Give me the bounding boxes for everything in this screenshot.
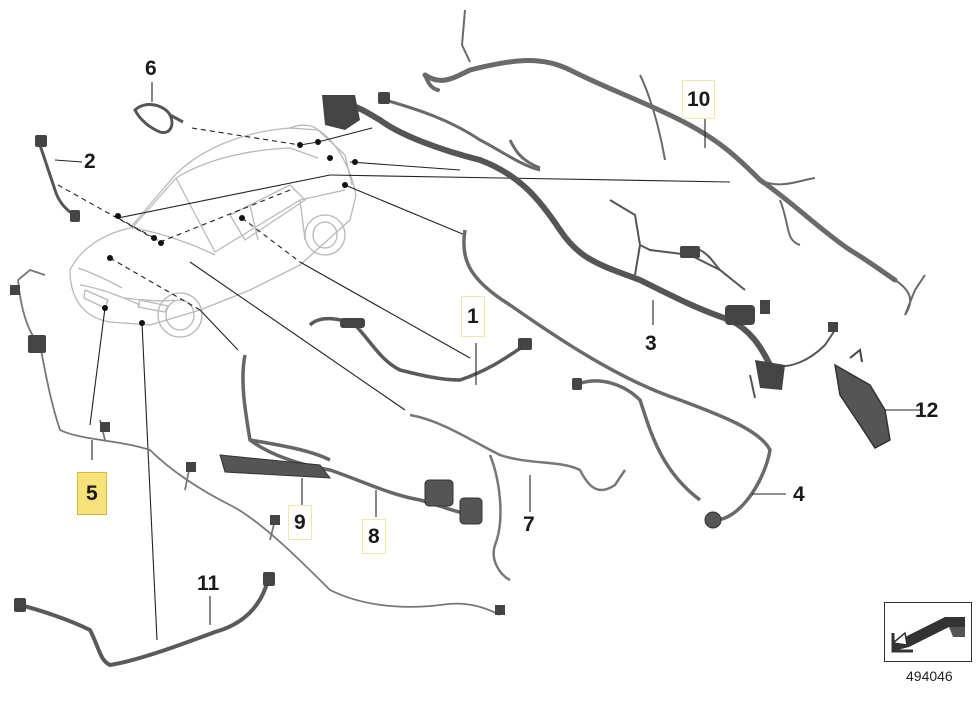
harness-3-branches — [609, 199, 836, 399]
harness-3-top — [384, 98, 541, 172]
harness-11-connectors — [14, 572, 275, 612]
callout-11: 11 — [197, 572, 220, 595]
callout-4: 4 — [793, 483, 805, 506]
leader-lines — [57, 127, 731, 641]
harness-10 — [422, 58, 898, 283]
harness-3-connectors — [322, 92, 838, 390]
harness-6 — [133, 103, 184, 135]
callout-leaders — [54, 82, 920, 625]
harness-1-connectors — [340, 318, 532, 350]
car-outline — [69, 124, 357, 338]
harness-4 — [462, 229, 772, 522]
navigation-box[interactable] — [884, 602, 972, 662]
harness-8-connectors — [424, 479, 483, 525]
harness-10-branches — [460, 9, 926, 316]
callout-2: 2 — [84, 150, 96, 173]
leader-dots — [102, 139, 358, 326]
callout-6: 6 — [145, 57, 157, 80]
reference-number: 494046 — [906, 668, 953, 684]
callout-5: 5 — [77, 472, 107, 515]
harness-4-connectors — [572, 378, 722, 529]
harness-9 — [219, 454, 332, 479]
arrow-box-icon — [891, 617, 965, 653]
callout-12: 12 — [915, 399, 939, 422]
harness-2-connectors — [35, 135, 80, 222]
callout-3: 3 — [645, 332, 657, 355]
callout-10: 10 — [682, 80, 716, 119]
harness-7 — [409, 413, 627, 582]
callout-8: 8 — [362, 519, 386, 554]
harness-3 — [327, 97, 773, 368]
callout-1: 1 — [461, 296, 485, 337]
harness-5-connectors — [10, 285, 505, 615]
callout-9: 9 — [288, 505, 312, 540]
callout-7: 7 — [523, 513, 535, 536]
harness-12 — [834, 348, 891, 449]
harness-11 — [19, 579, 270, 668]
harness-2 — [38, 144, 76, 217]
